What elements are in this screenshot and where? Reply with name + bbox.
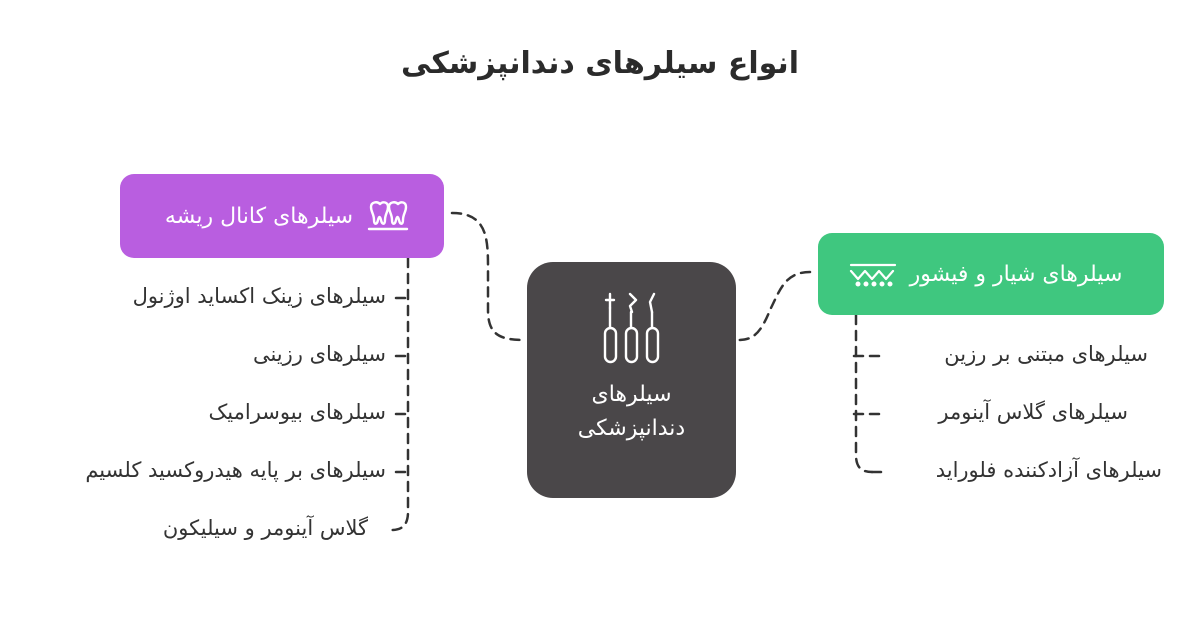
left-branch-label: سیلرهای کانال ریشه xyxy=(164,203,354,229)
left-item-4: سیلرهای بر پایه هیدروکسید کلسیم xyxy=(85,458,386,482)
center-node: سیلرهای دندانپزشکی xyxy=(527,262,736,498)
left-item-1: سیلرهای زینک اکساید اوژنول xyxy=(132,284,386,308)
connector-right-to-center xyxy=(736,270,812,342)
right-item-2: سیلرهای گلاس آینومر xyxy=(938,400,1128,424)
right-item-3: سیلرهای آزادکننده فلوراید xyxy=(935,458,1162,482)
left-item-3: سیلرهای بیوسرامیک xyxy=(208,400,387,424)
right-branch-spine xyxy=(854,313,874,474)
center-label-line-2: دندانپزشکی xyxy=(577,416,686,441)
dental-tools-icon xyxy=(602,290,662,366)
center-label-line-1: سیلرهای xyxy=(591,382,672,407)
connector-left-to-center xyxy=(450,211,527,342)
left-item-2: سیلرهای رزینی xyxy=(252,342,386,366)
left-branch-node: سیلرهای کانال ریشه xyxy=(120,174,444,258)
right-branch-label: سیلرهای شیار و فیشور xyxy=(909,261,1123,287)
fissure-icon xyxy=(848,259,898,289)
left-item-5: گلاس آینومر و سیلیکون xyxy=(162,516,368,540)
tooth-icon xyxy=(365,199,411,233)
page-title: انواع سیلرهای دندانپزشکی xyxy=(401,46,799,81)
left-branch-spine xyxy=(390,256,410,532)
right-branch-node: سیلرهای شیار و فیشور xyxy=(818,233,1164,315)
center-label: سیلرهای دندانپزشکی xyxy=(542,378,722,446)
right-item-1: سیلرهای مبتنی بر رزین xyxy=(944,342,1148,366)
